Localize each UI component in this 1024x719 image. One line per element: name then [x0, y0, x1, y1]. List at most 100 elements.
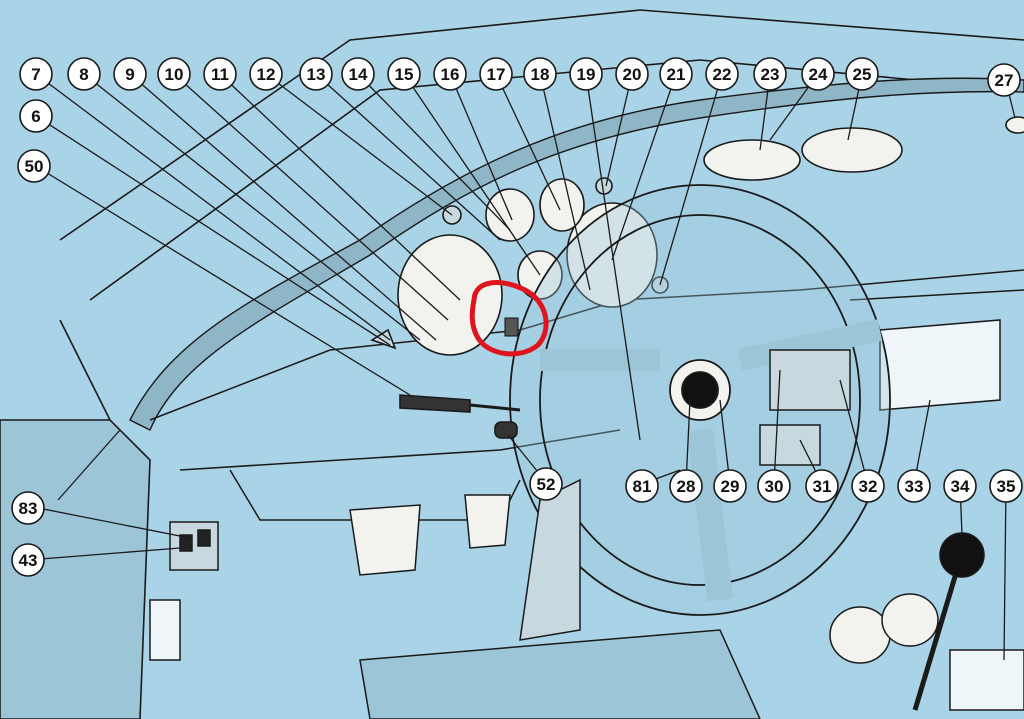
callout-circle — [11, 491, 45, 525]
callout-circle — [529, 467, 563, 501]
callout-13: 13 — [299, 57, 333, 91]
callout-label: 11 — [211, 65, 229, 84]
clock-gauge-25 — [801, 127, 903, 173]
callout-circle — [569, 57, 603, 91]
callout-circle — [625, 469, 659, 503]
callout-15: 15 — [387, 57, 421, 91]
leader-lines — [27, 73, 1016, 661]
callout-circle — [845, 57, 879, 91]
callout-20: 20 — [615, 57, 649, 91]
callout-11: 11 — [203, 57, 237, 91]
callout-17: 17 — [479, 57, 513, 91]
indicator-stalk — [399, 394, 521, 439]
callout-16: 16 — [433, 57, 467, 91]
callout-label: 43 — [19, 551, 38, 570]
callout-label: 33 — [905, 477, 924, 496]
door-switch-panel — [149, 521, 219, 661]
callout-label: 27 — [995, 71, 1014, 90]
tachometer-gauge — [566, 202, 658, 308]
callout-50: 50 — [17, 149, 51, 183]
callout-label: 14 — [349, 65, 368, 84]
hazard-switch — [370, 328, 397, 350]
callout-34: 34 — [943, 469, 977, 503]
callout-circle — [757, 469, 791, 503]
callout-label: 19 — [577, 65, 596, 84]
callout-circle — [113, 57, 147, 91]
callout-circle — [989, 469, 1023, 503]
callout-label: 50 — [25, 157, 44, 176]
dash-padding — [129, 77, 1024, 431]
callout-circle — [669, 469, 703, 503]
callout-25: 25 — [845, 57, 879, 91]
callout-circle — [713, 469, 747, 503]
callout-label: 28 — [677, 477, 696, 496]
pedals-floor — [349, 478, 761, 719]
radio-32 — [769, 349, 851, 411]
instrument-cluster — [370, 177, 669, 356]
callout-circle — [523, 57, 557, 91]
callout-label: 10 — [165, 65, 184, 84]
callout-21: 21 — [659, 57, 693, 91]
callout-circle — [157, 57, 191, 91]
top-dash-gauges — [703, 116, 1024, 181]
callout-52: 52 — [529, 467, 563, 501]
callout-22: 22 — [705, 57, 739, 91]
callout-label: 31 — [813, 477, 832, 496]
gauge-33a — [829, 606, 891, 664]
highlight-circle — [469, 280, 549, 357]
callout-14: 14 — [341, 57, 375, 91]
callout-circle — [433, 57, 467, 91]
callout-10: 10 — [157, 57, 191, 91]
callout-32: 32 — [851, 469, 885, 503]
callout-label: 8 — [79, 65, 88, 84]
clock-gauge-23 — [703, 139, 801, 181]
steering-wheel — [509, 184, 891, 616]
callout-81: 81 — [625, 469, 659, 503]
callout-9: 9 — [113, 57, 147, 91]
gear-lever — [912, 559, 963, 711]
callout-8: 8 — [67, 57, 101, 91]
callout-label: 25 — [853, 65, 872, 84]
small-gauge-2 — [539, 178, 585, 232]
knob-52 — [494, 421, 518, 439]
callout-circle — [67, 57, 101, 91]
callout-circle — [387, 57, 421, 91]
callout-circle — [479, 57, 513, 91]
callout-12: 12 — [249, 57, 283, 91]
callout-23: 23 — [753, 57, 787, 91]
callout-label: 83 — [19, 499, 38, 518]
ignition-key — [504, 317, 519, 337]
callout-19: 19 — [569, 57, 603, 91]
callout-7: 7 — [19, 57, 53, 91]
callout-35: 35 — [989, 469, 1023, 503]
callout-circle — [943, 469, 977, 503]
callout-circle — [801, 57, 835, 91]
speedometer-gauge — [397, 234, 503, 356]
callout-label: 9 — [125, 65, 134, 84]
callout-label: 17 — [487, 65, 506, 84]
center-console — [759, 349, 1024, 711]
callout-circle — [341, 57, 375, 91]
gauge-33b — [881, 593, 939, 647]
callout-label: 15 — [395, 65, 414, 84]
callout-label: 52 — [537, 475, 556, 494]
callout-18: 18 — [523, 57, 557, 91]
callout-29: 29 — [713, 469, 747, 503]
callout-circle — [851, 469, 885, 503]
gear-gate-35 — [949, 649, 1024, 711]
callout-circle — [17, 149, 51, 183]
callout-label: 20 — [623, 65, 642, 84]
callout-label: 16 — [441, 65, 460, 84]
callout-6: 6 — [19, 99, 53, 133]
callout-circle — [659, 57, 693, 91]
callout-28: 28 — [669, 469, 703, 503]
callout-label: 13 — [307, 65, 326, 84]
vent-31 — [759, 424, 821, 466]
callout-label: 29 — [721, 477, 740, 496]
callout-circle — [11, 543, 45, 577]
callout-circle — [19, 57, 53, 91]
callout-label: 12 — [257, 65, 276, 84]
callout-circle — [615, 57, 649, 91]
callout-83: 83 — [11, 491, 45, 525]
